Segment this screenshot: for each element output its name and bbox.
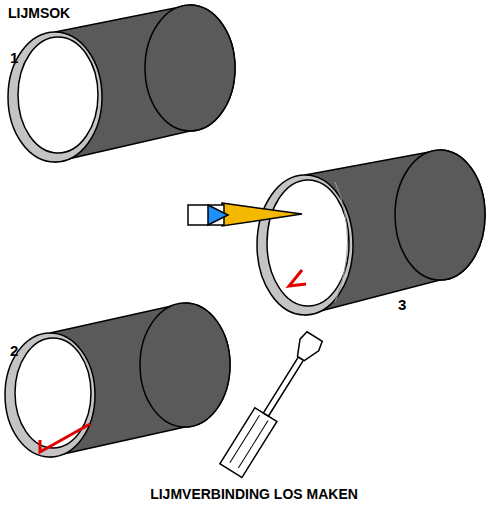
cut-line bbox=[289, 270, 306, 286]
sleeve-1 bbox=[8, 5, 235, 162]
sleeve-2 bbox=[5, 303, 230, 457]
sleeve-3 bbox=[257, 150, 485, 315]
callout-number: 1 bbox=[10, 50, 18, 67]
callout-number: 3 bbox=[398, 297, 406, 314]
caption: LIJMVERBINDING LOS MAKEN bbox=[150, 487, 358, 502]
cut-line bbox=[40, 424, 90, 452]
callout-number: 2 bbox=[10, 343, 18, 360]
heat-torch bbox=[188, 203, 302, 226]
title: LIJMSOK bbox=[8, 6, 70, 21]
screwdriver bbox=[220, 330, 326, 478]
